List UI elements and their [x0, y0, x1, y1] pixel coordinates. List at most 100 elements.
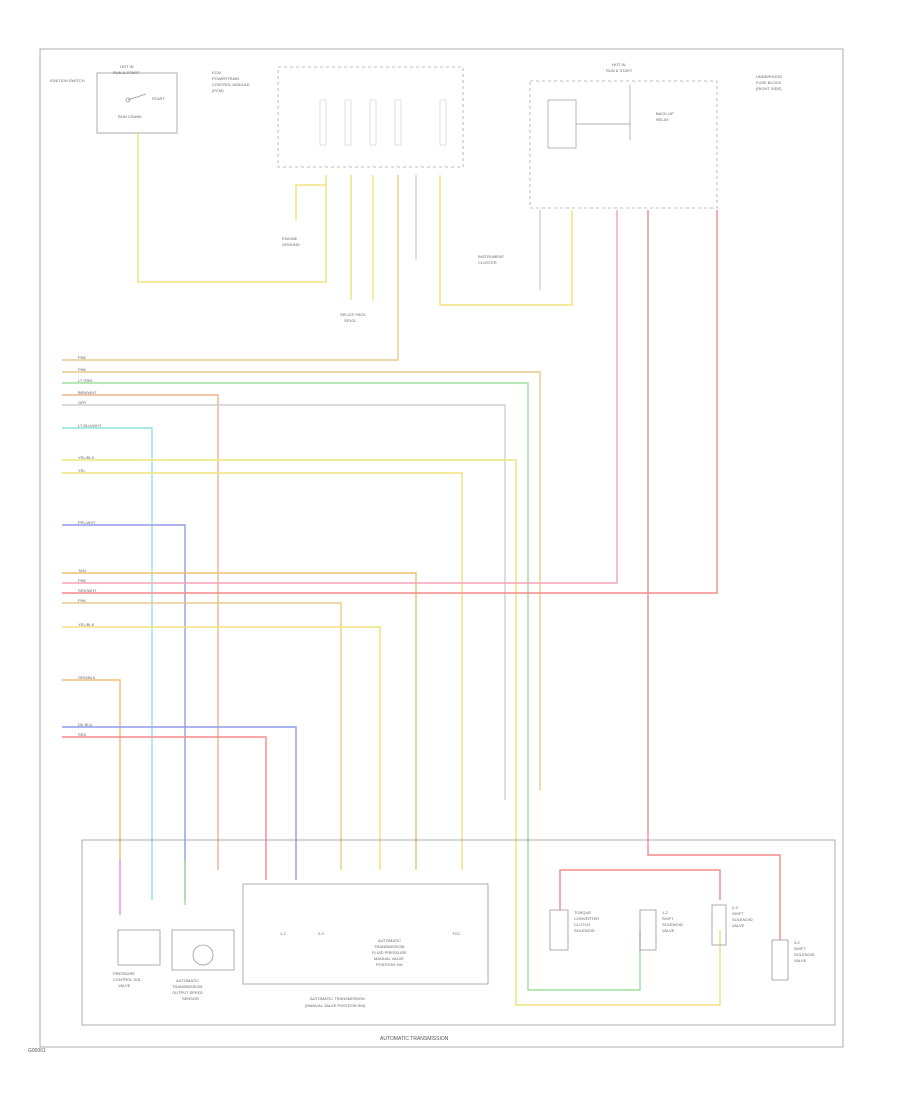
- solenoid-1-2: 1-2 SHIFT SOLENOID VALVE: [639, 909, 683, 951]
- diagram-frame: [39, 48, 844, 1048]
- svg-text:INSTRUMENT: INSTRUMENT: [478, 254, 505, 259]
- svg-text:AUTOMATIC TRANSMISSION: AUTOMATIC TRANSMISSION: [310, 996, 365, 1001]
- svg-text:FLUID PRESSURE: FLUID PRESSURE: [372, 950, 407, 955]
- wire-brnwht: [62, 394, 219, 870]
- svg-text:RELAY: RELAY: [656, 117, 669, 122]
- instrument-cluster-note: INSTRUMENT CLUSTER: [478, 254, 505, 265]
- svg-text:2-3: 2-3: [318, 931, 325, 936]
- wire-pnk-3: [62, 602, 342, 870]
- svg-text:RUN & START: RUN & START: [606, 68, 633, 73]
- ecm-module: ECM POWERTRAIN CONTROL MODULE (PCM): [212, 66, 464, 168]
- svg-text:ENGINE: ENGINE: [282, 236, 298, 241]
- engine-ground: ENGINE GROUND: [282, 236, 300, 247]
- wire-pnk-1: [62, 371, 541, 790]
- wire-label: RED/WHT: [78, 588, 97, 593]
- svg-text:TRANSMISSION: TRANSMISSION: [172, 984, 203, 989]
- svg-text:OUTPUT SPEED: OUTPUT SPEED: [172, 990, 203, 995]
- wire-label: PNK: [78, 367, 87, 372]
- transmission-assembly-outline: [81, 839, 836, 1026]
- svg-text:RUN CRANK: RUN CRANK: [118, 114, 142, 119]
- backup-relay: HOT IN RUN & START BACK-UP RELAY: [529, 62, 718, 209]
- wire-label: PNK: [78, 355, 87, 360]
- wire-label: YEL/BLK: [78, 455, 95, 460]
- wire-label: RED: [78, 732, 87, 737]
- bottom-caption: AUTOMATIC TRANSMISSION: [380, 1036, 449, 1042]
- wire-relay-out-2: [559, 869, 648, 910]
- svg-text:SOLENOID: SOLENOID: [794, 952, 815, 957]
- wire-ignition-feed: [137, 133, 327, 283]
- wire-ltblu: [62, 427, 153, 900]
- svg-text:CLUTCH: CLUTCH: [574, 922, 590, 927]
- svg-text:TRANSMISSION: TRANSMISSION: [374, 944, 405, 949]
- svg-text:PRESSURE: PRESSURE: [113, 971, 135, 976]
- svg-text:CONVERTER: CONVERTER: [574, 916, 599, 921]
- svg-text:TCC: TCC: [452, 931, 460, 936]
- svg-text:CLUSTER: CLUSTER: [478, 260, 497, 265]
- svg-text:1-2: 1-2: [662, 910, 669, 915]
- wire-yel: [62, 472, 463, 870]
- wire-red: [62, 736, 267, 880]
- wire-label: PPL/WHT: [78, 520, 96, 525]
- output-speed-sensor: AUTOMATIC TRANSMISSION OUTPUT SPEED SENS…: [171, 929, 235, 1001]
- svg-text:TORQUE: TORQUE: [574, 910, 591, 915]
- svg-text:IGNITION SWITCH: IGNITION SWITCH: [50, 78, 85, 83]
- svg-text:SOLENOID: SOLENOID: [574, 928, 595, 933]
- svg-text:SHIFT: SHIFT: [662, 916, 674, 921]
- wire-gry: [62, 404, 506, 800]
- underhood-note: UNDERHOOD FUSE BLOCK (RIGHT SIDE): [756, 74, 782, 91]
- svg-text:SP101: SP101: [344, 318, 357, 323]
- wire-label: YEL: [78, 468, 86, 473]
- svg-text:(RIGHT SIDE): (RIGHT SIDE): [756, 86, 782, 91]
- wire-yelblk-2: [62, 626, 381, 870]
- svg-text:SOLENOID: SOLENOID: [662, 922, 683, 927]
- pressure-control-solenoid: PRESSURE CONTROL SOL VALVE: [113, 929, 161, 988]
- wire-relay-out-3: [648, 869, 721, 900]
- page-id: G00001: [28, 1048, 46, 1054]
- svg-text:2-3: 2-3: [732, 905, 739, 910]
- svg-text:SHIFT: SHIFT: [732, 911, 744, 916]
- svg-text:GROUND: GROUND: [282, 242, 300, 247]
- svg-text:HOT IN: HOT IN: [612, 62, 626, 67]
- wire-relay-out: [647, 210, 781, 940]
- wire-dkblu: [62, 726, 297, 880]
- wire-label: GRY: [78, 400, 87, 405]
- svg-text:AUTOMATIC: AUTOMATIC: [378, 938, 401, 943]
- svg-text:SENSOR: SENSOR: [182, 996, 199, 1001]
- svg-text:AUTOMATIC: AUTOMATIC: [176, 978, 199, 983]
- svg-text:CONTROL MODULE: CONTROL MODULE: [212, 82, 250, 87]
- fluid-pressure-switch-assembly: 1-2 2-3 TCC AUTOMATIC TRANSMISSION FLUID…: [242, 883, 489, 1008]
- wire-label: PNK: [78, 578, 87, 583]
- wire-ornblk: [62, 679, 121, 860]
- ignition-switch: HOT IN RUN & START IGNITION SWITCH START…: [50, 64, 178, 134]
- wire-label: BRN/WHT: [78, 390, 97, 395]
- svg-text:ECM: ECM: [212, 70, 221, 75]
- wire-label: YEL/BLK: [78, 622, 95, 627]
- solenoid-2-3: 2-3 SHIFT SOLENOID VALVE: [711, 904, 753, 946]
- svg-text:(PCM): (PCM): [212, 88, 224, 93]
- svg-text:VALVE: VALVE: [794, 958, 807, 963]
- wire-label: TAN: [78, 568, 86, 573]
- svg-text:(MANUAL VALVE POSITION SW): (MANUAL VALVE POSITION SW): [305, 1003, 366, 1008]
- svg-text:3-2: 3-2: [794, 940, 801, 945]
- svg-text:MANUAL VALVE: MANUAL VALVE: [374, 956, 404, 961]
- wire-label: ORN/BLK: [78, 675, 96, 680]
- svg-text:SPLICE PACK: SPLICE PACK: [340, 312, 366, 317]
- svg-text:1-2: 1-2: [280, 931, 287, 936]
- wire-ground: [295, 184, 326, 220]
- svg-text:POSITION SW: POSITION SW: [376, 962, 403, 967]
- svg-text:START: START: [152, 96, 165, 101]
- svg-text:UNDERHOOD: UNDERHOOD: [756, 74, 782, 79]
- wire-instrument: [439, 175, 573, 306]
- wire-yelblk: [62, 459, 721, 1006]
- wire-ltgrn: [62, 382, 641, 991]
- wire-redwht: [62, 210, 718, 594]
- svg-text:HOT IN: HOT IN: [120, 64, 134, 69]
- svg-text:VALVE: VALVE: [118, 983, 131, 988]
- svg-text:VALVE: VALVE: [662, 928, 675, 933]
- wire-label: LT GRN: [78, 378, 92, 383]
- svg-text:POWERTRAIN: POWERTRAIN: [212, 76, 239, 81]
- solenoid-3-2: 3-2 SHIFT SOLENOID VALVE: [771, 939, 815, 981]
- wire-tan: [62, 572, 417, 870]
- svg-text:BACK-UP: BACK-UP: [656, 111, 674, 116]
